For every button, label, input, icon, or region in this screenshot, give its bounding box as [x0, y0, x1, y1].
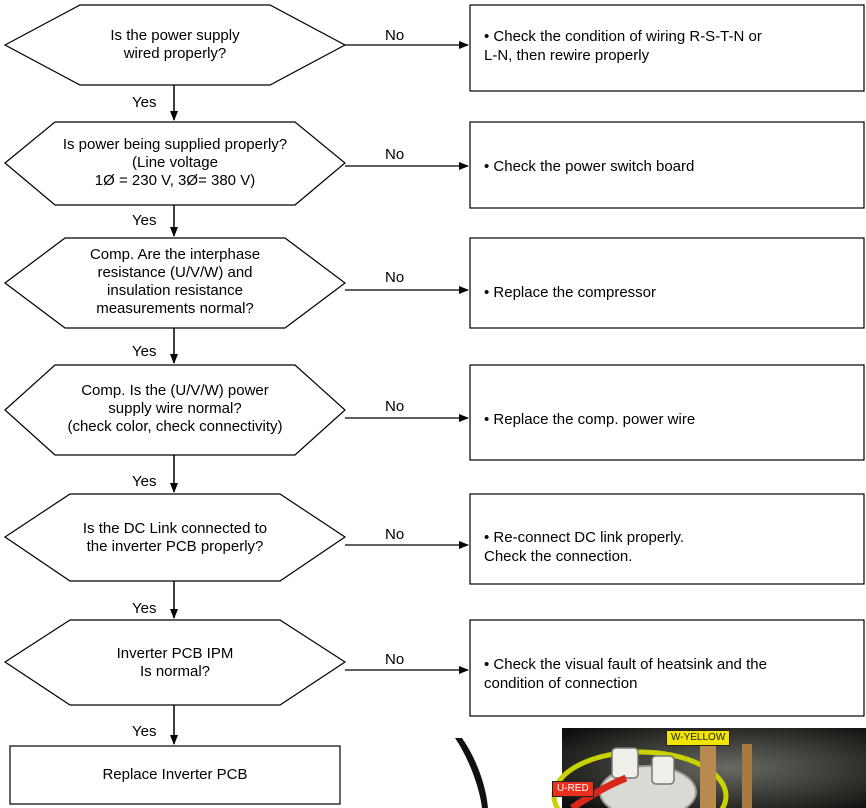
no-label-6: No	[385, 651, 405, 668]
compressor-wiring-photo	[455, 728, 866, 808]
action-text-2: • Check the power switch board	[484, 158, 695, 175]
u-red-tag: U-RED	[552, 781, 594, 797]
yes-label-1: Yes	[132, 94, 157, 111]
decision-shape-2	[4, 121, 346, 206]
decision-shape-5	[3, 493, 347, 582]
action-text-5: • Re-connect DC link properly. Check the…	[484, 529, 685, 565]
no-label-1: No	[385, 27, 405, 44]
final-box	[9, 745, 341, 805]
action-box-2	[469, 121, 865, 209]
action-box-6	[469, 619, 865, 717]
action-box-3	[469, 237, 865, 329]
action-box-1	[469, 4, 865, 92]
no-label-3: No	[385, 269, 405, 286]
yes-label-3: Yes	[132, 343, 157, 360]
decision-shape-3	[4, 237, 346, 329]
final-box-label: Replace Inverter PCB	[102, 766, 248, 783]
action-text-6: • Check the visual fault of heatsink and…	[484, 656, 767, 692]
no-label-5: No	[385, 526, 405, 543]
action-text-4: • Replace the comp. power wire	[484, 411, 696, 428]
decision-text-2: Is power being supplied properly?(Line v…	[62, 136, 288, 189]
yes-label-4: Yes	[132, 473, 157, 490]
action-text-3: • Replace the compressor	[484, 284, 656, 301]
no-label-4: No	[385, 398, 405, 415]
decision-shape-6	[3, 619, 347, 706]
yes-label-2: Yes	[132, 212, 157, 229]
action-text-1: • Check the condition of wiring R-S-T-N …	[484, 28, 762, 64]
action-box-5	[469, 493, 865, 585]
action-box-4	[469, 364, 865, 461]
yes-label-5: Yes	[132, 600, 157, 617]
no-label-2: No	[385, 146, 405, 163]
decision-shape-4	[4, 364, 346, 456]
w-yellow-tag: W-YELLOW	[666, 730, 731, 746]
yes-label-6: Yes	[132, 723, 157, 740]
